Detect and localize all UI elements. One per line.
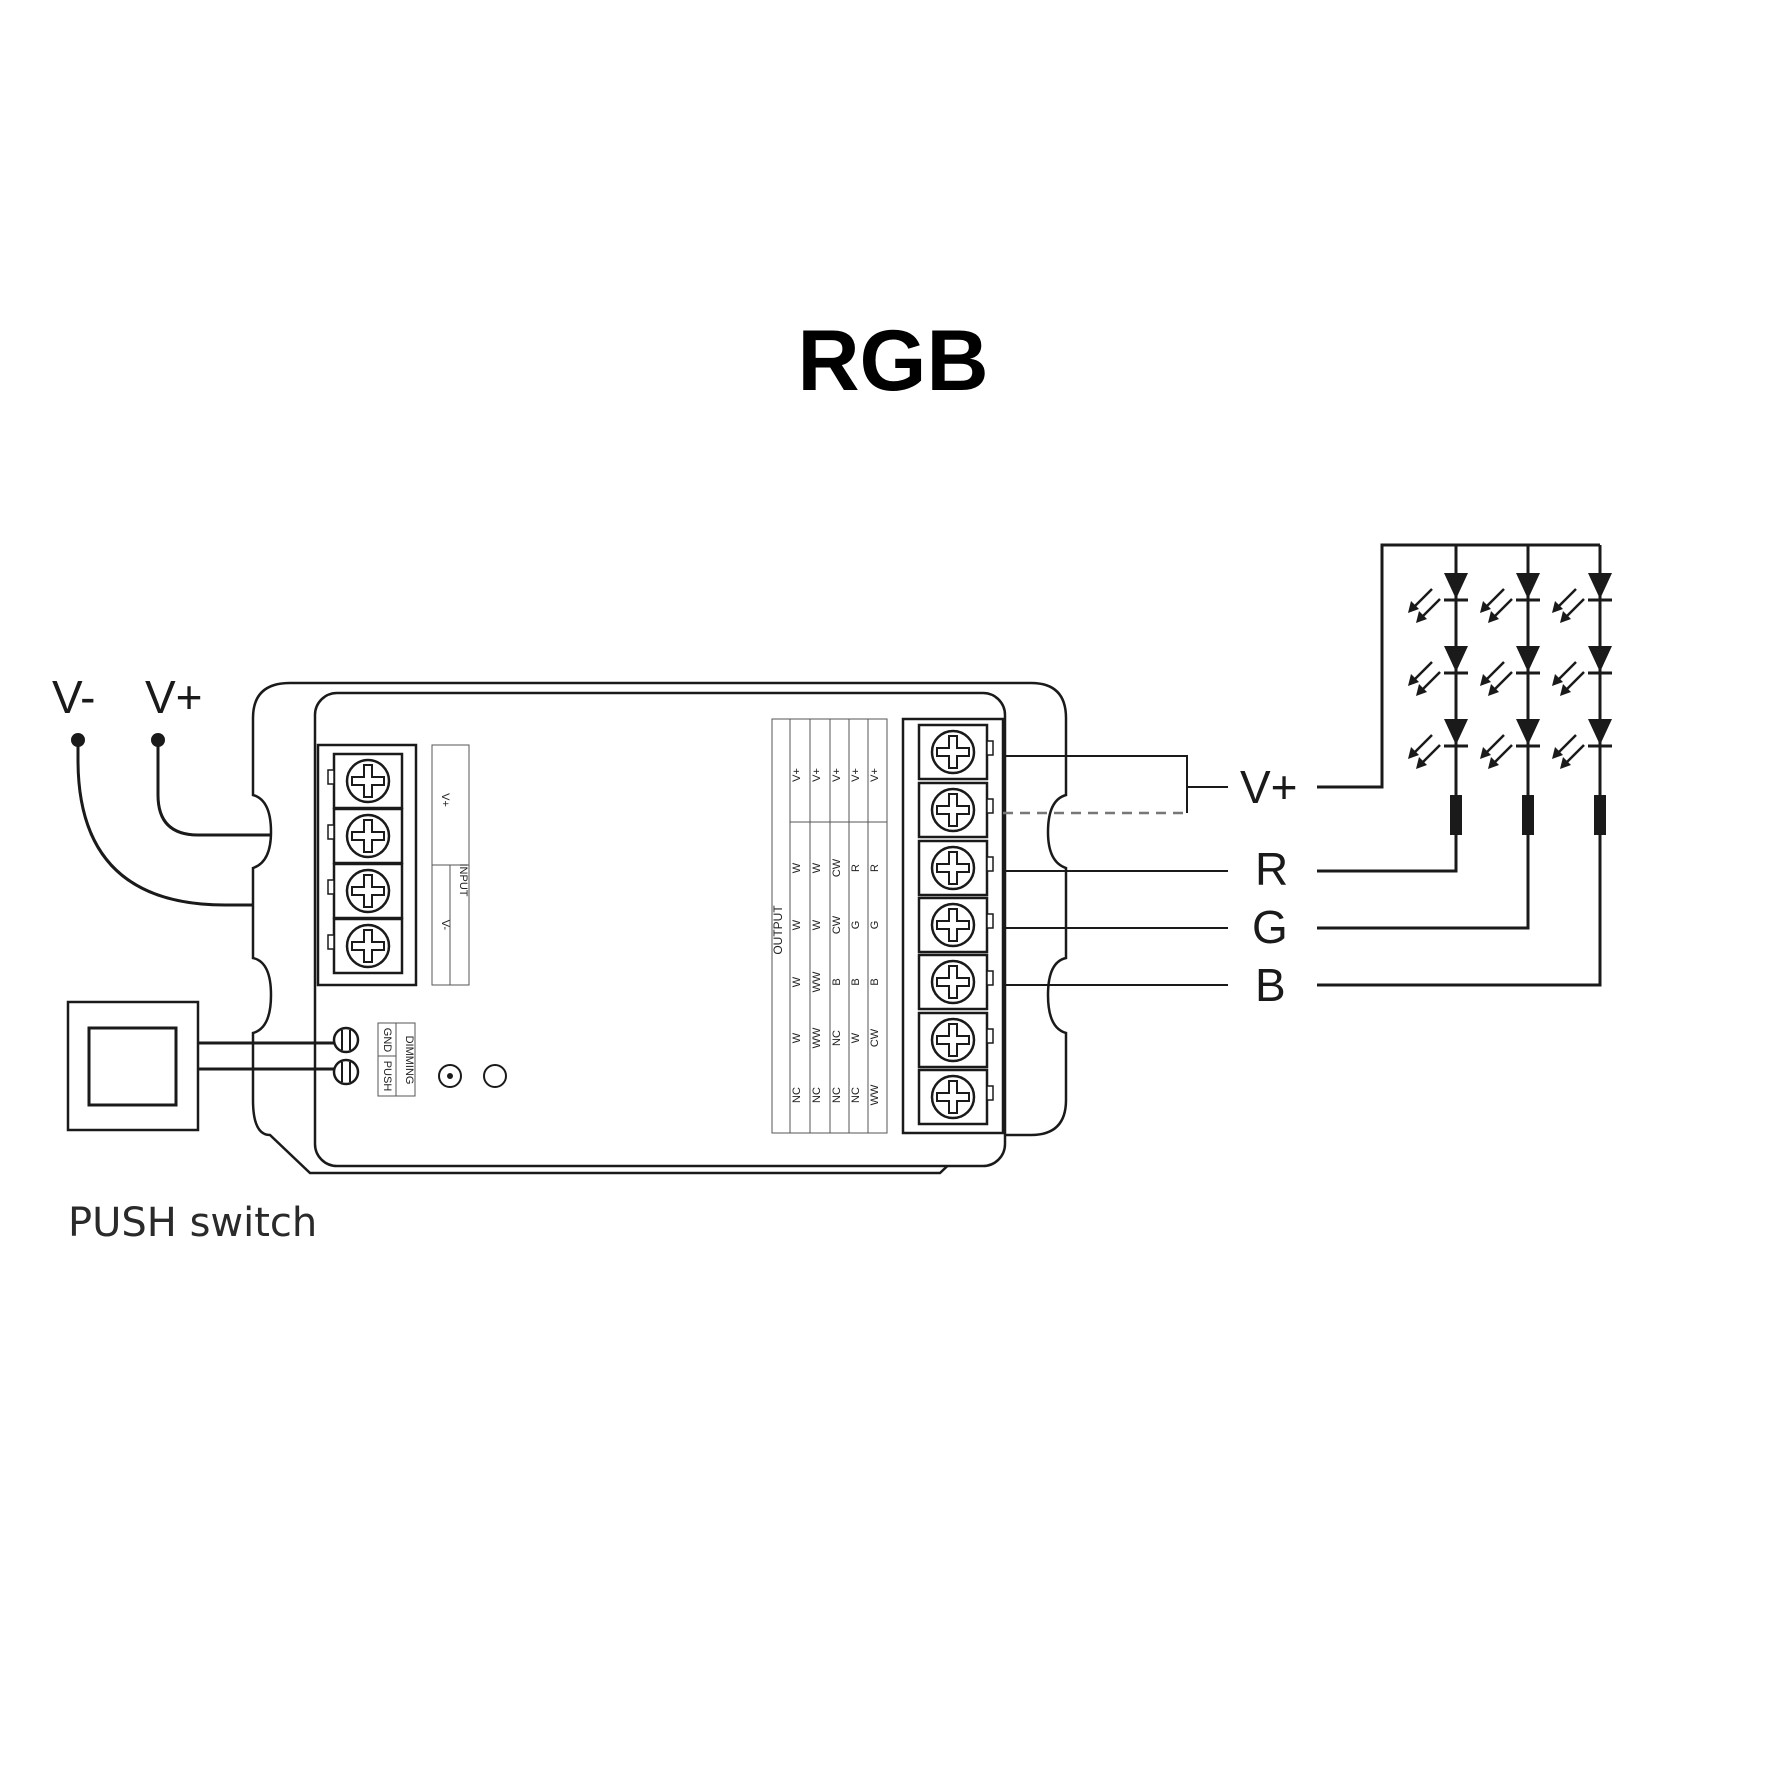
output-cell: WW bbox=[811, 971, 823, 992]
output-v-plus-wire bbox=[1003, 755, 1188, 813]
output-cell: W bbox=[811, 862, 823, 873]
push-switch bbox=[66, 1000, 200, 1132]
output-cell: V+ bbox=[831, 768, 843, 782]
resistor-icon bbox=[1594, 795, 1606, 835]
status-led-center bbox=[447, 1073, 453, 1079]
output-cell: W bbox=[791, 919, 803, 930]
dimming-terminals bbox=[332, 1026, 360, 1086]
output-cell: B bbox=[831, 978, 843, 985]
output-cell: V+ bbox=[811, 768, 823, 782]
led-r-wire bbox=[1317, 834, 1458, 873]
output-cell: NC bbox=[791, 1087, 803, 1103]
output-cell: CW bbox=[831, 915, 843, 934]
output-cell: WW bbox=[869, 1084, 881, 1105]
diagram-title: RGB bbox=[797, 313, 988, 409]
led-diode-icon bbox=[1406, 703, 1470, 771]
controller-panel bbox=[313, 691, 1007, 1168]
output-g-label: G bbox=[1252, 901, 1288, 953]
output-cell: V+ bbox=[869, 768, 881, 782]
output-cell: CW bbox=[869, 1028, 881, 1047]
input-label-box: V+ INPUT V- bbox=[431, 744, 470, 986]
resistor-icon bbox=[1522, 795, 1534, 835]
output-cell: G bbox=[850, 921, 862, 930]
input-v-minus-label: V- bbox=[52, 671, 95, 723]
output-cell: NC bbox=[831, 1030, 843, 1046]
dimming-gnd-text: GND bbox=[381, 1028, 393, 1053]
output-cell: B bbox=[869, 978, 881, 985]
output-terminal-block bbox=[901, 717, 1005, 1135]
input-v-plus-text: V+ bbox=[439, 793, 451, 807]
led-diode-icon bbox=[1550, 703, 1614, 771]
output-v-plus-label: V+ bbox=[1240, 761, 1298, 813]
output-cell: G bbox=[869, 921, 881, 930]
output-cell: W bbox=[791, 1032, 803, 1043]
led-diode-icon bbox=[1550, 630, 1614, 698]
dimming-push-text: PUSH bbox=[381, 1061, 393, 1092]
led-diode-icon bbox=[1550, 557, 1614, 625]
program-button bbox=[483, 1064, 507, 1088]
push-switch-label: PUSH switch bbox=[68, 1200, 317, 1246]
output-cell: NC bbox=[831, 1087, 843, 1103]
input-header-text: INPUT bbox=[457, 864, 469, 897]
output-cell: W bbox=[850, 1032, 862, 1043]
output-cell: R bbox=[850, 864, 862, 872]
output-cell: B bbox=[850, 978, 862, 985]
v-minus-input-wire bbox=[76, 740, 318, 907]
output-cell: NC bbox=[811, 1087, 823, 1103]
output-cell: NC bbox=[850, 1087, 862, 1103]
output-header-text: OUTPUT bbox=[771, 905, 785, 955]
dimming-header-text: DIMMING bbox=[403, 1036, 415, 1085]
led-strip bbox=[1406, 545, 1614, 835]
led-diode-icon bbox=[1478, 703, 1542, 771]
v-plus-input-wire bbox=[156, 740, 318, 837]
dimming-label-box: DIMMING GND PUSH bbox=[377, 1022, 416, 1097]
led-diode-icon bbox=[1478, 557, 1542, 625]
led-diode-icon bbox=[1478, 630, 1542, 698]
output-cell: V+ bbox=[850, 768, 862, 782]
output-b-label: B bbox=[1255, 959, 1286, 1011]
led-diode-icon bbox=[1406, 630, 1470, 698]
input-v-plus-label: V+ bbox=[145, 671, 203, 723]
output-cell: V+ bbox=[791, 768, 803, 782]
output-r-label: R bbox=[1255, 843, 1288, 895]
led-b-wire bbox=[1317, 834, 1602, 987]
output-cell: W bbox=[791, 862, 803, 873]
input-v-minus-text: V- bbox=[439, 920, 451, 931]
led-v-plus-bus bbox=[1317, 543, 1600, 789]
output-cell: R bbox=[869, 864, 881, 872]
output-cell: CW bbox=[831, 858, 843, 877]
output-cell: WW bbox=[811, 1027, 823, 1048]
resistor-icon bbox=[1450, 795, 1462, 835]
led-g-wire bbox=[1317, 834, 1530, 930]
output-cell: W bbox=[811, 919, 823, 930]
led-diode-icon bbox=[1406, 557, 1470, 625]
output-table: OUTPUT V+WWWWNCV+WWWWWWNCV+CWCWBNCNCV+RG… bbox=[771, 718, 888, 1134]
input-terminal-block bbox=[316, 743, 418, 987]
output-cell: W bbox=[791, 976, 803, 987]
